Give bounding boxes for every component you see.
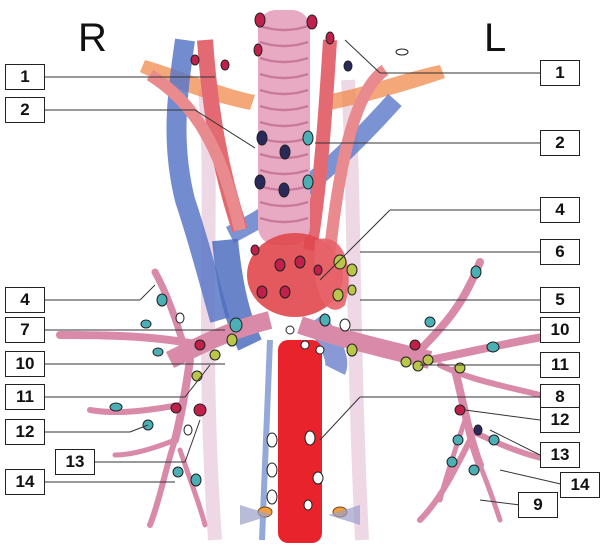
- callout-left-9: 9: [518, 492, 558, 518]
- callout-right-11: 11: [5, 384, 45, 410]
- callout-left-11: 11: [540, 352, 580, 378]
- callout-left-2: 2: [540, 130, 580, 156]
- callout-right-7: 7: [5, 317, 45, 343]
- callout-right-1: 1: [5, 64, 45, 90]
- left-common-carotid: [310, 40, 330, 250]
- callout-left-10: 10: [540, 317, 580, 343]
- callout-right-13: 13: [55, 449, 95, 475]
- callout-right-2: 2: [5, 97, 45, 123]
- callout-left-12: 12: [540, 407, 580, 433]
- callout-right-14: 14: [5, 469, 45, 495]
- bronchial-tree-right: [60, 272, 205, 525]
- callout-left-14: 14: [560, 472, 600, 498]
- right-side-marker: R: [78, 18, 107, 58]
- callout-left-5: 5: [540, 287, 580, 313]
- callout-left-13: 13: [540, 442, 580, 468]
- callout-left-4: 4: [540, 197, 580, 223]
- callout-left-1: 1: [540, 60, 580, 86]
- callout-right-12: 12: [5, 419, 45, 445]
- bronchial-tree-left: [420, 262, 555, 520]
- callout-right-4: 4: [5, 287, 45, 313]
- callout-left-6: 6: [540, 239, 580, 265]
- callout-right-10: 10: [5, 351, 45, 377]
- left-side-marker: L: [484, 18, 506, 58]
- descending-aorta: [278, 340, 322, 543]
